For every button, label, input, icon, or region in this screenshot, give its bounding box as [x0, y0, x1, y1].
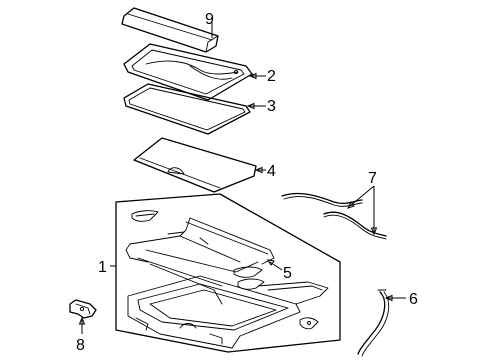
part-1-frame-assembly	[115, 193, 341, 353]
part-9-sunshade-trim	[121, 7, 219, 53]
callout-5: 5	[283, 265, 292, 282]
part-2-glass-panel	[123, 43, 253, 101]
callout-7: 7	[368, 170, 377, 187]
callout-4: 4	[267, 163, 276, 180]
part-6-drain-tube	[357, 289, 390, 357]
callout-3: 3	[267, 98, 276, 115]
part-7-drain-hoses	[281, 192, 387, 240]
callout-6: 6	[409, 291, 418, 308]
callout-8: 8	[76, 337, 85, 354]
part-3-seal	[123, 83, 251, 135]
callout-9: 9	[205, 11, 214, 28]
part-8-bracket	[69, 299, 97, 319]
leader-lines	[78, 22, 406, 334]
callout-2: 2	[267, 68, 276, 85]
part-4-sunshade	[133, 137, 257, 193]
callout-1: 1	[98, 259, 107, 276]
